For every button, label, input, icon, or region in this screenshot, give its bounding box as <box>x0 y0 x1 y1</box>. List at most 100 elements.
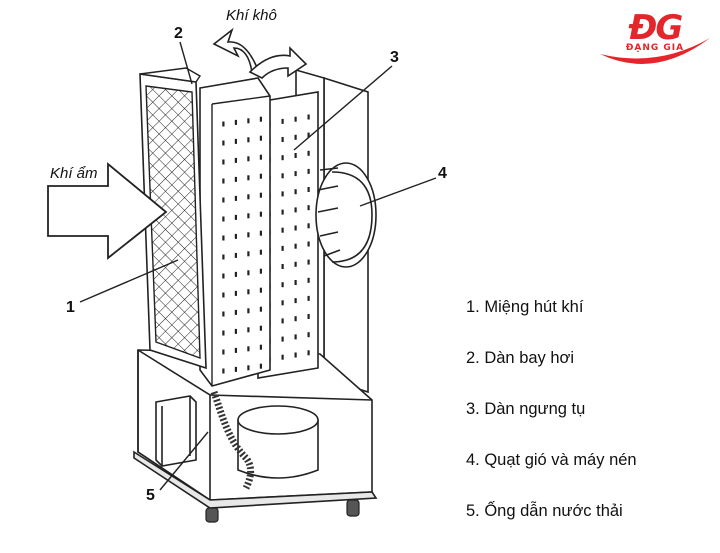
coil-fin <box>222 159 225 165</box>
coil-fin <box>259 173 262 179</box>
callout-lines <box>79 41 437 491</box>
coil-fin <box>307 132 310 138</box>
coil-fin <box>294 153 297 158</box>
callout-1: 1 <box>66 299 75 316</box>
coil-fin <box>307 241 310 247</box>
coil-fin <box>294 134 297 140</box>
coil-fin <box>307 114 310 120</box>
coil-fin <box>281 336 284 342</box>
coil-fin <box>294 298 297 304</box>
callout-5: 5 <box>146 487 155 504</box>
dang-gia-logo-icon: ĐG ĐẠNG GIA <box>596 8 714 72</box>
coil-fin <box>222 273 225 279</box>
coil-fin <box>247 251 250 257</box>
coil-fin <box>259 154 262 160</box>
coil-fin <box>281 191 284 197</box>
coil-fin <box>247 175 250 181</box>
coil-fin <box>307 168 310 174</box>
coil-fin <box>307 205 310 211</box>
coil-fin <box>281 245 284 251</box>
coil-fin <box>222 140 225 146</box>
coil-fin <box>222 178 225 184</box>
logo-mark: ĐG <box>628 8 684 48</box>
coil-fin <box>234 157 237 163</box>
coil-fin <box>307 277 310 283</box>
humid-air-arrow-icon <box>47 162 168 260</box>
coil-fin <box>294 261 297 267</box>
coil-fin <box>222 197 225 203</box>
coil-fin <box>222 121 225 127</box>
coil-fin <box>307 223 310 229</box>
coil-fin <box>247 232 250 238</box>
coil-fin <box>294 116 297 122</box>
coil-fin <box>307 314 310 319</box>
dry-air-label: Khí khô <box>226 7 277 24</box>
drain-hose <box>210 390 255 490</box>
control-box <box>155 395 197 467</box>
coil-fin <box>294 280 297 285</box>
legend-item-2: 2. Dàn bay hơi <box>466 349 575 367</box>
coil-fin <box>247 289 250 295</box>
coil-fin <box>259 268 262 274</box>
wheels <box>205 499 360 523</box>
coil-fin <box>281 354 284 360</box>
coil-fin <box>307 259 310 265</box>
coil-fin <box>259 306 262 312</box>
coil-fin <box>259 325 262 331</box>
coil-fin <box>259 230 262 236</box>
coil-fin <box>259 287 262 293</box>
coil-fin <box>294 207 297 213</box>
legend-item-1: 1. Miệng hút khí <box>466 298 584 316</box>
coil-fin <box>307 350 310 356</box>
coil-fin <box>294 189 297 195</box>
coil-fin <box>294 171 297 177</box>
coil-fin <box>234 119 237 125</box>
coil-fin <box>234 328 237 334</box>
coil-fin <box>234 290 237 296</box>
coil-fin <box>234 252 237 258</box>
coil-fin <box>222 216 225 222</box>
coil-fin <box>247 308 250 314</box>
coil-fin <box>222 330 225 336</box>
coil-fin <box>234 271 237 277</box>
callout-2: 2 <box>174 25 183 42</box>
callout-4: 4 <box>438 165 447 182</box>
legend-list: 1. Miệng hút khí 2. Dàn bay hơi 3. Dàn n… <box>466 298 716 553</box>
coil-fin <box>259 135 262 141</box>
dry-air-arrow-icon <box>212 27 308 79</box>
coil-fin <box>247 156 250 162</box>
coil-fin <box>307 295 310 301</box>
coil-fin <box>259 192 262 198</box>
coil-fin <box>234 214 237 220</box>
coil-fin <box>234 176 237 182</box>
coil-fin <box>247 213 250 219</box>
callout-3: 3 <box>390 49 399 66</box>
coil-fin <box>294 352 297 358</box>
humid-air-label: Khí ẩm <box>50 165 98 182</box>
coil-fin <box>222 235 225 241</box>
coil-fin <box>281 155 284 161</box>
coil-fin <box>307 187 310 192</box>
fan <box>315 162 377 268</box>
coil-fin <box>247 194 250 200</box>
legend-item-3: 3. Dàn ngưng tụ <box>466 400 586 418</box>
intake-filter <box>139 67 207 370</box>
coil-fin <box>259 344 262 350</box>
coil-fin <box>247 270 250 276</box>
coil-fin <box>234 233 237 239</box>
coil-fin <box>259 211 262 217</box>
legend-item-4: 4. Quạt gió và máy nén <box>466 451 637 469</box>
coil-fin <box>234 347 237 353</box>
coil-fin <box>247 118 250 124</box>
coil-fin <box>294 316 297 322</box>
coil-fin <box>259 116 262 122</box>
coil-fin <box>247 137 250 143</box>
coil-fin <box>281 264 284 269</box>
coil-fin <box>294 243 297 249</box>
coil-fin <box>281 227 284 233</box>
coil-fin <box>281 209 284 215</box>
coil-fin <box>222 368 225 374</box>
coil-fin <box>294 225 297 231</box>
coil-fin <box>247 327 250 333</box>
coil-fin <box>222 311 225 317</box>
